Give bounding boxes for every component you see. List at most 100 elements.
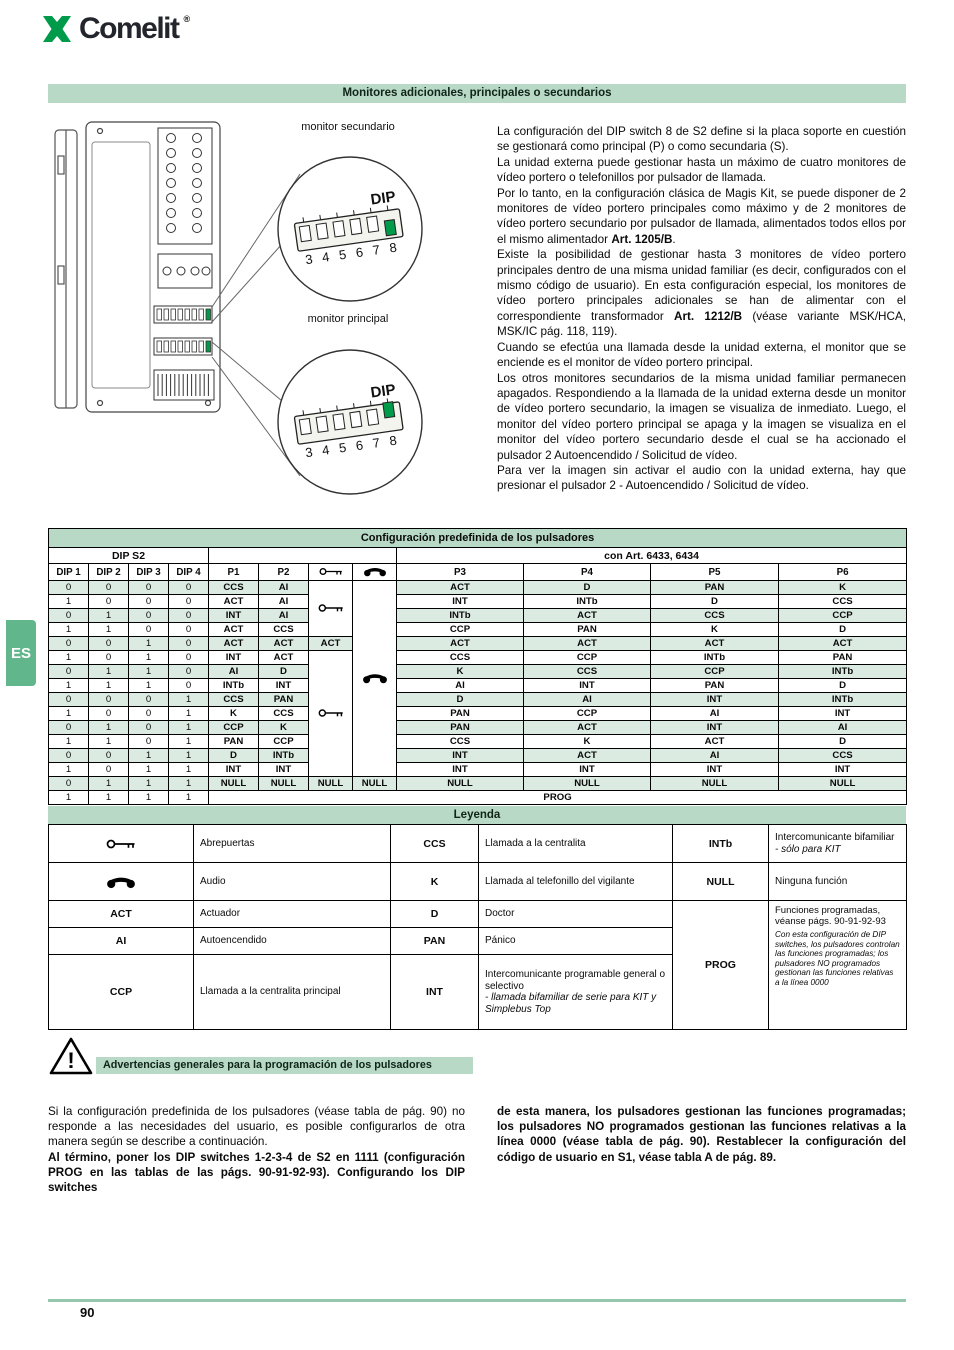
paragraph: La unidad externa puede gestionar hasta … xyxy=(497,155,906,185)
phone-icon xyxy=(106,875,136,888)
function-cell-p1: INTb xyxy=(208,678,259,693)
bottom-text-right: de esta manera, los pulsadores gestionan… xyxy=(497,1104,906,1165)
function-cell-p3: INTb xyxy=(396,608,524,623)
registered-mark: ® xyxy=(183,14,191,24)
dip-value-cell: 0 xyxy=(128,580,169,595)
dip-value-cell: 0 xyxy=(128,608,169,623)
function-cell-p5: CCP xyxy=(650,664,779,679)
function-cell-p3: INT xyxy=(396,762,524,777)
function-cell-p5: ACT xyxy=(650,636,779,651)
function-cell-p5: K xyxy=(650,622,779,637)
function-cell-p4: CCP xyxy=(523,706,651,721)
function-cell-p4: D xyxy=(523,580,651,595)
prog-cell: PROG xyxy=(207,790,908,805)
dip-number: 6 xyxy=(355,437,364,453)
dip-value-cell: 0 xyxy=(168,636,209,651)
key-icon xyxy=(106,837,136,849)
paragraph: La configuración del DIP switch 8 de S2 … xyxy=(497,125,906,154)
column-header: P5 xyxy=(650,563,779,581)
monitor-side-profile xyxy=(54,129,78,409)
config-table-title: Configuración predefinida de los pulsado… xyxy=(47,528,908,548)
dip-value-cell: 0 xyxy=(48,608,89,623)
dip-value-cell: 1 xyxy=(168,790,209,805)
function-cell-p6: ACT xyxy=(777,636,908,651)
legend-desc: Doctor xyxy=(478,900,673,928)
legend-label: D xyxy=(390,900,479,928)
legend-desc: Pánico xyxy=(478,927,673,955)
legend-label-prog: PROG xyxy=(672,900,769,1030)
dip-value-cell: 1 xyxy=(48,762,89,777)
dip-value-cell: 0 xyxy=(128,594,169,609)
function-cell-p4: NULL xyxy=(523,776,651,791)
dip-value-cell: 0 xyxy=(168,594,209,609)
function-cell-p3: AI xyxy=(396,678,524,693)
function-cell-p5: INT xyxy=(650,720,779,735)
phone-column-cell xyxy=(352,580,397,777)
legend-desc: Llamada a la centralita xyxy=(478,824,673,863)
dip-value-cell: 0 xyxy=(168,678,209,693)
function-cell-p6: D xyxy=(777,734,908,749)
function-cell-p1: PAN xyxy=(208,734,259,749)
function-cell-p2: AI xyxy=(258,594,309,609)
dip-value-cell: 1 xyxy=(48,650,89,665)
legend-phone-cell xyxy=(48,862,194,901)
body-text: La configuración del DIP switch 8 de S2 … xyxy=(497,124,906,494)
dip-number: 3 xyxy=(304,251,313,267)
function-cell-p5: INT xyxy=(650,692,779,707)
dip-value-cell: 1 xyxy=(88,734,129,749)
legend-desc: Intercomunicante programable general o s… xyxy=(478,954,673,1030)
function-cell-p4: INT xyxy=(523,678,651,693)
dip-value-cell: 1 xyxy=(88,622,129,637)
dip-value-cell: 1 xyxy=(88,776,129,791)
paragraph: Para ver la imagen sin activar el audio … xyxy=(497,463,906,493)
dip-value-cell: 1 xyxy=(88,790,129,805)
page-number: 90 xyxy=(80,1305,95,1320)
dip-label: DIP xyxy=(370,188,397,208)
dip-value-cell: 0 xyxy=(128,622,169,637)
dip-value-cell: 1 xyxy=(88,678,129,693)
wiring-diagram: monitor secundario monitor principal DIP… xyxy=(48,114,488,514)
function-cell-p4: K xyxy=(523,734,651,749)
function-cell-p4: ACT xyxy=(523,748,651,763)
function-cell-p5: D xyxy=(650,594,779,609)
legend-label: INTb xyxy=(672,824,769,863)
function-cell-p4: PAN xyxy=(523,622,651,637)
column-header: DIP 2 xyxy=(88,563,129,581)
key-column-cell xyxy=(308,650,353,777)
function-cell-p3: K xyxy=(396,664,524,679)
dip-number: 7 xyxy=(372,435,381,451)
column-header: P3 xyxy=(396,563,524,581)
dip-value-cell: 0 xyxy=(88,748,129,763)
function-cell-p1: CCS xyxy=(208,692,259,707)
function-cell-p3: ACT xyxy=(396,636,524,651)
function-cell-p5: INTb xyxy=(650,650,779,665)
dip-value-cell: 0 xyxy=(48,664,89,679)
dip-value-cell: 0 xyxy=(48,636,89,651)
function-cell-p2: CCS xyxy=(258,622,309,637)
legend-desc-prog: Funciones programadas, véanse págs. 90-9… xyxy=(768,900,907,1030)
dip-value-cell: 1 xyxy=(168,748,209,763)
dip-value-cell: 1 xyxy=(48,734,89,749)
dip-value-cell: 0 xyxy=(88,762,129,777)
dip-value-cell: 0 xyxy=(168,608,209,623)
function-cell-p4: CCS xyxy=(523,664,651,679)
legend-table: Abrepuertas CCS Llamada a la centralita … xyxy=(48,824,907,1030)
function-cell-p2: ACT xyxy=(258,650,309,665)
legend-label: NULL xyxy=(672,862,769,901)
warning-triangle-icon: ! xyxy=(49,1037,93,1075)
dip-value-cell: 1 xyxy=(128,790,169,805)
label-monitor-secundario: monitor secundario xyxy=(301,121,395,133)
function-cell-p5: CCS xyxy=(650,608,779,623)
function-cell-p5: AI xyxy=(650,706,779,721)
paragraph: Los otros monitores secundarios de la mi… xyxy=(497,371,906,462)
function-cell-p2: AI xyxy=(258,580,309,595)
function-cell-p6: PAN xyxy=(777,650,908,665)
